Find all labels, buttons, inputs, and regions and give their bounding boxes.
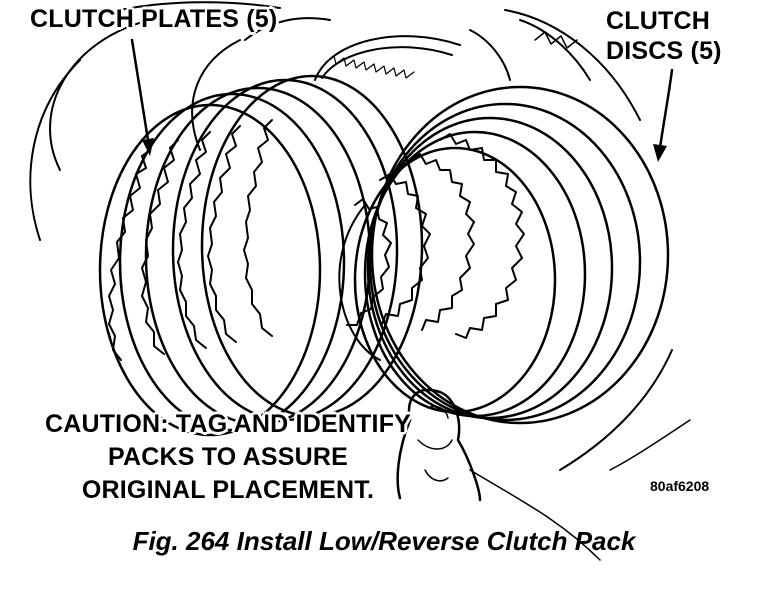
clutch-plates-label: CLUTCH PLATES (5) [30, 5, 278, 33]
thumb-illustration [396, 388, 482, 502]
disc-splines [338, 133, 525, 361]
leader-lines [130, 38, 674, 150]
figure-caption: Fig. 264 Install Low/Reverse Clutch Pack [132, 526, 636, 556]
clutch-discs-label-line2: DISCS (5) [606, 37, 722, 65]
caution-line-2: PACKS TO ASSURE [107, 443, 349, 471]
caution-line-3: ORIGINAL PLACEMENT. [81, 476, 375, 504]
caution-line-1: CAUTION: TAG AND IDENTIFY [44, 410, 412, 438]
clutch-discs-group [353, 85, 670, 425]
clutch-discs-label: CLUTCH DISCS (5) [606, 6, 722, 66]
image-code: 80af6208 [650, 478, 710, 494]
hub-gear [314, 19, 591, 81]
arrowheads [142, 138, 667, 162]
transmission-housing [29, 1, 691, 561]
plate-splines [108, 119, 273, 361]
caution-note: CAUTION: TAG AND IDENTIFY PACKS TO ASSUR… [18, 408, 438, 507]
clutch-discs-label-line1: CLUTCH [606, 7, 710, 35]
